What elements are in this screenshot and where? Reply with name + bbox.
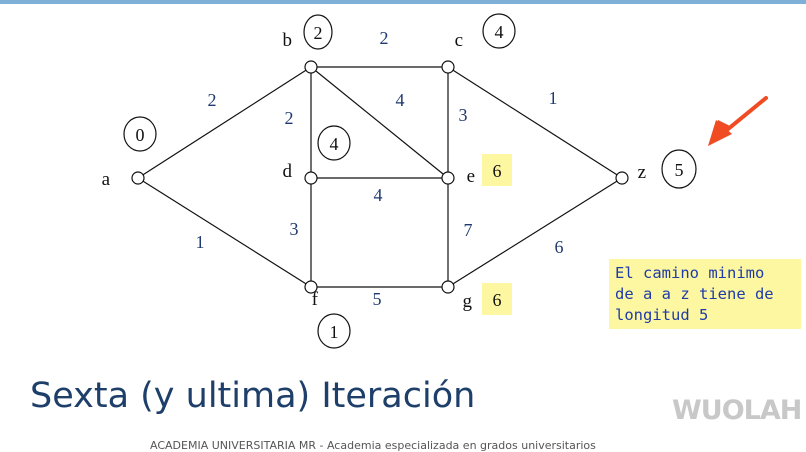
distance-circle-a	[123, 116, 157, 152]
edge-weight-f-g: 5	[373, 289, 382, 309]
distance-circle-d	[317, 125, 351, 161]
node-e	[441, 171, 455, 185]
edge-a-b	[137, 66, 312, 179]
edge-weight-g-z: 6	[555, 237, 564, 257]
node-label-b: b	[283, 30, 293, 51]
node-label-c: c	[455, 30, 463, 51]
distance-circle-f	[317, 313, 351, 349]
node-c	[441, 60, 455, 74]
distance-label-b: 2	[314, 23, 323, 43]
result-note: El camino minimo de a a z tiene de longi…	[609, 259, 801, 329]
edge-c-z	[447, 66, 623, 179]
node-g	[441, 280, 455, 294]
distance-circle-c	[482, 13, 516, 49]
footer-text: ACADEMIA UNIVERSITARIA MR - Academia esp…	[150, 439, 596, 452]
distance-highlight-e	[482, 154, 512, 186]
distance-label-g: 6	[493, 290, 502, 310]
note-line-2: de a a z tiene de	[615, 285, 774, 303]
note-line-3: longitud 5	[615, 306, 709, 324]
distance-label-c: 4	[495, 22, 504, 42]
node-label-g: g	[463, 291, 473, 312]
distance-label-a: 0	[136, 125, 145, 145]
node-label-f: f	[312, 289, 319, 310]
pointer-arrow-icon	[708, 96, 768, 146]
distance-circle-b	[303, 14, 333, 50]
distance-highlight-g	[482, 283, 512, 315]
node-label-d: d	[283, 161, 293, 182]
edge-weight-c-z: 1	[549, 88, 558, 108]
edge-weight-b-c: 2	[380, 28, 389, 48]
node-f	[304, 280, 318, 294]
node-b	[304, 60, 318, 74]
node-label-z: z	[638, 162, 646, 183]
edge-weight-a-f: 1	[196, 232, 205, 252]
node-label-a: a	[102, 169, 111, 190]
distance-label-d: 4	[330, 134, 339, 154]
distance-label-f: 1	[330, 322, 339, 342]
edge-a-f	[137, 177, 312, 288]
distance-label-z: 5	[675, 160, 684, 180]
wuolah-logo: WUOLAH	[672, 395, 802, 426]
note-line-1: El camino minimo	[615, 264, 765, 282]
page-title: Sexta (y ultima) Iteración	[30, 376, 476, 416]
edge-weight-b-e: 4	[396, 90, 405, 110]
node-label-e: e	[467, 166, 475, 187]
edge-weight-b-d: 2	[285, 108, 294, 128]
edge-g-z	[447, 177, 623, 288]
edge-weight-c-e: 3	[459, 105, 468, 125]
edge-b-e	[310, 66, 449, 179]
edge-weight-a-b: 2	[208, 90, 217, 110]
distance-circle-z	[661, 149, 697, 189]
edge-weight-e-g: 7	[464, 220, 473, 240]
node-z	[615, 171, 629, 185]
node-a	[131, 171, 145, 185]
top-rule	[0, 0, 806, 4]
edge-weight-d-f: 3	[290, 219, 299, 239]
distance-label-e: 6	[493, 161, 502, 181]
node-d	[304, 171, 318, 185]
edge-weight-d-e: 4	[374, 185, 383, 205]
